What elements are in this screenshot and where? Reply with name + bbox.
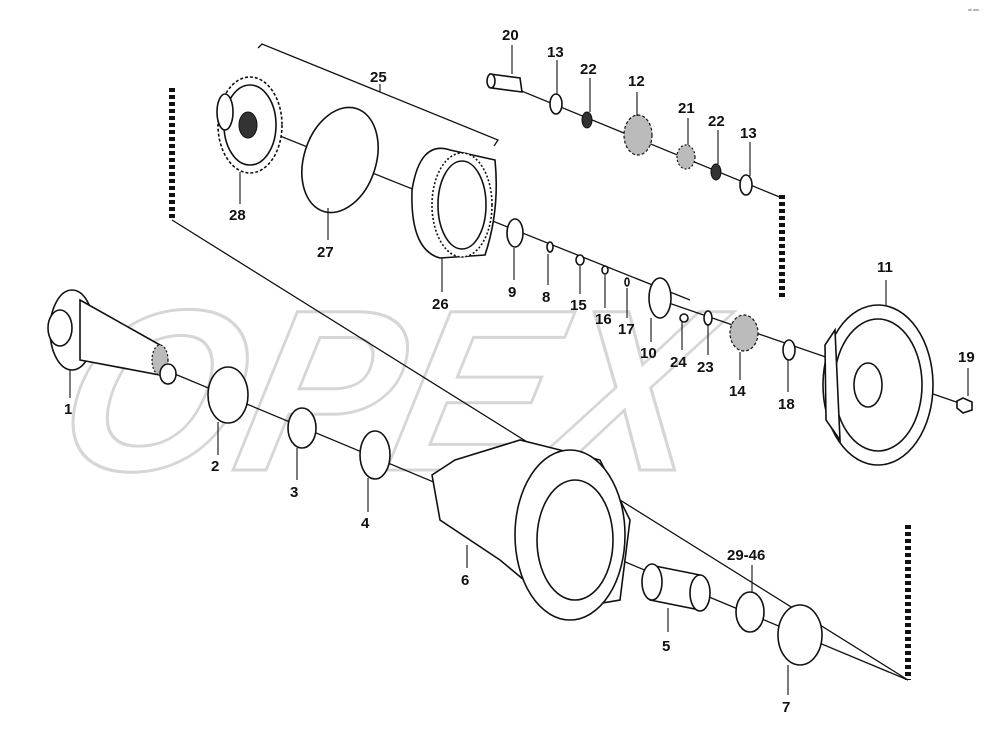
callout-2: 2 — [211, 458, 219, 475]
part-9-bushing — [506, 218, 524, 248]
callout-4: 4 — [361, 515, 370, 532]
part-22-ring-top — [581, 111, 593, 129]
callout-23: 23 — [697, 359, 714, 376]
part-8-ball — [546, 241, 554, 253]
part-5-sleeve — [641, 563, 711, 612]
part-28-gear-carrier — [216, 76, 283, 174]
callout-5: 5 — [662, 638, 670, 655]
part-21-needle-bearing — [676, 144, 696, 170]
callout-20: 20 — [502, 27, 519, 44]
callout-25: 25 — [370, 69, 387, 86]
part-27-o-ring — [301, 106, 379, 214]
part-16-spacer — [601, 265, 609, 275]
callout-29-46: 29-46 — [727, 547, 765, 564]
callout-22-bottom: 22 — [708, 113, 725, 130]
callout-18: 18 — [778, 396, 795, 413]
part-17-clip — [624, 277, 630, 287]
part-7-bearing — [777, 604, 823, 666]
part-4-bearing — [359, 430, 391, 480]
callout-13-top: 13 — [547, 44, 564, 61]
callout-13-bottom: 13 — [740, 125, 757, 142]
callout-10: 10 — [640, 345, 657, 362]
callout-9: 9 — [508, 284, 516, 301]
part-29-46-shim-set — [735, 591, 765, 633]
callout-21: 21 — [678, 100, 695, 117]
bracket-25 — [257, 43, 499, 147]
watermark: OPEX — [40, 262, 746, 519]
callout-19: 19 — [958, 349, 975, 366]
part-18-ring — [782, 339, 796, 361]
callout-22-top: 22 — [580, 61, 597, 78]
part-13-washer-bottom — [739, 174, 753, 196]
part-14-planet-gear — [729, 314, 759, 352]
part-3-spacer — [287, 407, 317, 449]
callout-14: 14 — [729, 383, 746, 400]
callout-3: 3 — [290, 484, 298, 501]
callout-15: 15 — [570, 297, 587, 314]
part-26-ring-gear — [411, 147, 498, 259]
part-23-ring — [703, 310, 713, 326]
part-1-axle-shaft — [47, 289, 177, 385]
part-11-wheel-hub — [822, 304, 934, 466]
callout-26: 26 — [432, 296, 449, 313]
callout-17: 17 — [618, 321, 635, 338]
callout-1: 1 — [64, 401, 72, 418]
callout-7: 7 — [782, 699, 790, 716]
part-12-planet-gear — [623, 114, 653, 156]
callout-16: 16 — [595, 311, 612, 328]
callout-28: 28 — [229, 207, 246, 224]
part-2-seal — [207, 366, 249, 424]
corner-mark: ᵃᵇ ᵃᵃᵃ — [968, 8, 979, 14]
part-20-pin — [486, 73, 523, 93]
part-22-ring-bottom — [710, 163, 722, 181]
part-10-thrust-washer — [648, 277, 672, 319]
part-15-plug — [575, 254, 585, 266]
callout-12: 12 — [628, 73, 645, 90]
callout-11: 11 — [877, 259, 893, 276]
part-13-washer-top — [549, 93, 563, 115]
callout-27: 27 — [317, 244, 334, 261]
callout-24: 24 — [670, 354, 687, 371]
part-19-bolt — [956, 397, 973, 414]
callout-6: 6 — [461, 572, 469, 589]
callout-8: 8 — [542, 289, 550, 306]
part-6-axle-housing — [431, 439, 631, 621]
part-24-screw — [679, 313, 689, 323]
